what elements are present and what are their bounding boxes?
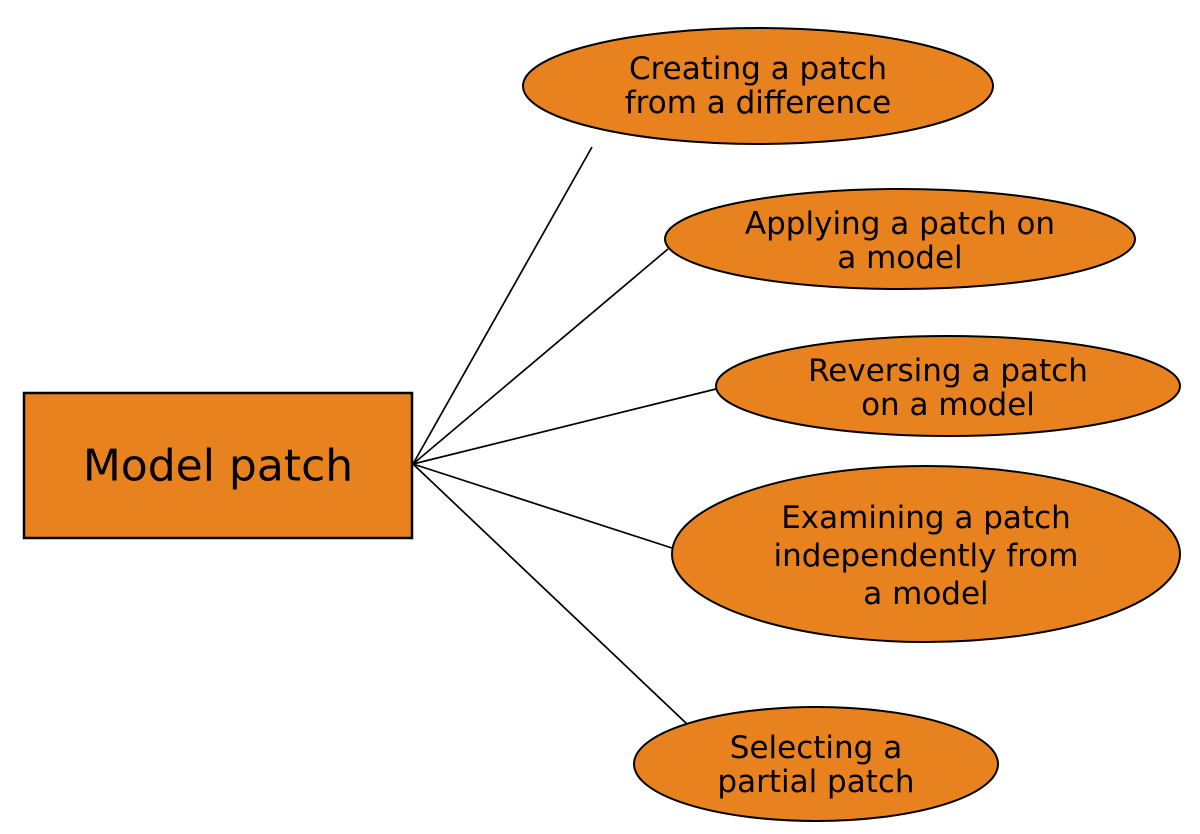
node-examining-a-patch: Examining a patch independently from a m…	[671, 465, 1181, 643]
model-patch-label: Model patch	[83, 441, 353, 492]
creating-a-patch-label-line-1: Creating a patch	[629, 51, 887, 87]
edges-group	[412, 146, 717, 725]
edge-model-patch-to-creating-a-patch	[412, 146, 593, 465]
examining-a-patch-ellipse	[671, 465, 1181, 643]
reversing-a-patch-label-line-2: on a model	[861, 387, 1035, 423]
edge-model-patch-to-selecting-a-partial-patch	[412, 463, 688, 725]
node-applying-a-patch: Applying a patch on a model	[664, 188, 1136, 290]
edge-model-patch-to-reversing-a-patch	[412, 388, 717, 465]
edge-model-patch-to-applying-a-patch	[412, 248, 669, 465]
selecting-a-partial-patch-label-line-2: partial patch	[717, 764, 914, 800]
creating-a-patch-ellipse	[522, 27, 994, 145]
applying-a-patch-label-line-2: a model	[837, 240, 962, 276]
node-selecting-a-partial-patch: Selecting a partial patch	[633, 706, 999, 822]
model-patch-box	[22, 391, 414, 540]
applying-a-patch-label-line-1: Applying a patch on	[745, 206, 1055, 242]
reversing-a-patch-label-line-1: Reversing a patch	[808, 353, 1088, 389]
examining-a-patch-label-line-2: independently from	[774, 538, 1079, 574]
selecting-a-partial-patch-ellipse	[633, 706, 999, 822]
examining-a-patch-label-line-1: Examining a patch	[781, 500, 1071, 536]
edge-model-patch-to-examining-a-patch	[412, 463, 676, 550]
selecting-a-partial-patch-label-line-1: Selecting a	[730, 730, 902, 766]
reversing-a-patch-ellipse	[715, 335, 1181, 437]
node-creating-a-patch: Creating a patch from a difference	[522, 27, 994, 145]
node-model-patch: Model patch	[22, 391, 414, 540]
applying-a-patch-ellipse	[664, 188, 1136, 290]
creating-a-patch-label-line-2: from a difference	[625, 85, 891, 121]
examining-a-patch-label-line-3: a model	[863, 576, 988, 612]
node-reversing-a-patch: Reversing a patch on a model	[715, 335, 1181, 437]
